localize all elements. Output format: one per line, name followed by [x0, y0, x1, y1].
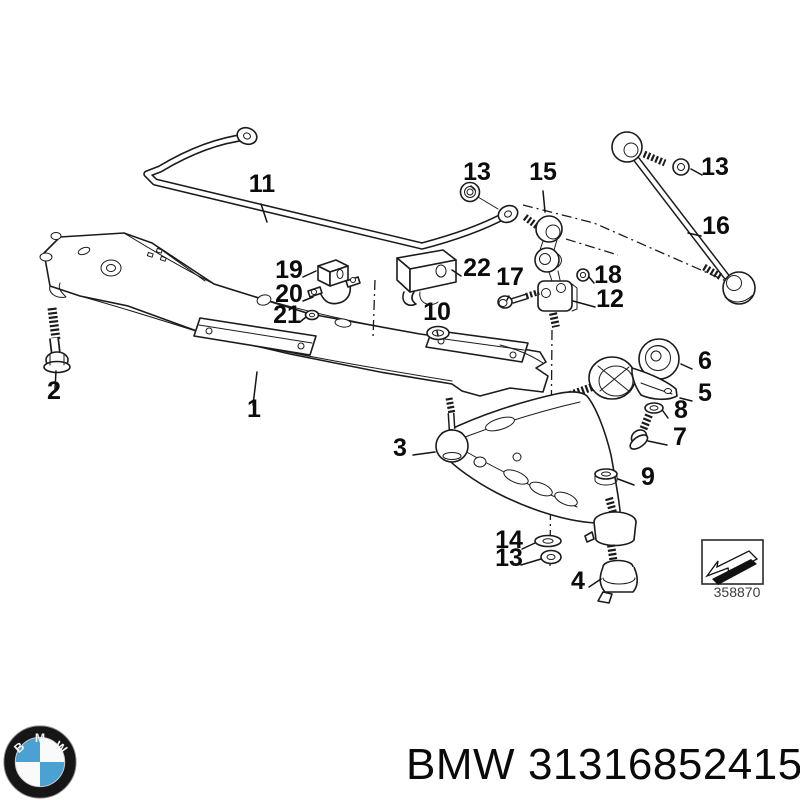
- nut-9: [594, 468, 618, 486]
- part-callout-10: 10: [423, 298, 451, 326]
- bolt-7: [629, 413, 653, 450]
- part-callout-19: 19: [275, 256, 303, 284]
- stabilizer-link-16: [611, 131, 756, 305]
- part-callout-13: 13: [495, 544, 523, 572]
- brand-name: BMW: [406, 740, 516, 789]
- part-callout-6: 6: [698, 347, 712, 375]
- part-callout-22: 22: [463, 254, 491, 282]
- bolt-2: [43, 307, 71, 374]
- bolt-17: [497, 289, 540, 309]
- detail-pointer-line-2: [565, 238, 619, 256]
- part-callout-8: 8: [674, 396, 688, 424]
- stabilizer-clamp-20: [307, 276, 361, 305]
- part-callout-14: 14: [495, 526, 523, 554]
- part-callout-3: 3: [393, 434, 407, 462]
- part-callout-7: 7: [673, 423, 687, 451]
- part-callout-1: 1: [247, 395, 261, 423]
- ball-joint-housing: [584, 496, 637, 547]
- part-callout-9: 9: [641, 463, 655, 491]
- part-callout-21: 21: [273, 301, 301, 329]
- part-callout-18: 18: [594, 261, 622, 289]
- part-callout-5: 5: [698, 379, 712, 407]
- washer-14: [534, 534, 562, 548]
- bracket-ring-5: [588, 356, 678, 401]
- part-callout-13: 13: [463, 158, 491, 186]
- part-callout-15: 15: [529, 158, 557, 186]
- part-callout-12: 12: [596, 285, 624, 313]
- nut-13-left: [459, 181, 499, 210]
- stabilizer-link-15: [522, 214, 563, 282]
- bracket-22: [396, 249, 457, 307]
- legend-box: 358870: [701, 539, 764, 600]
- nut-21: [304, 309, 320, 321]
- washer-13-bottom: [540, 549, 562, 565]
- stabilizer-rubber-mount-19: [317, 259, 349, 287]
- leader-lines: [54, 168, 703, 588]
- part-callout-2: 2: [47, 377, 61, 405]
- bmw-logo: BMW: [3, 725, 77, 799]
- detail-pointer-line: [522, 204, 727, 282]
- bmw-logo-letter: M: [35, 731, 45, 745]
- part-callout-4: 4: [571, 567, 585, 595]
- ball-joint-4: [597, 544, 639, 604]
- bushing-6: [638, 338, 680, 380]
- part-callout-11: 11: [249, 170, 276, 198]
- legend-arrow-icon: [705, 550, 759, 578]
- stabilizer-bar: [143, 126, 519, 250]
- washer-8: [644, 402, 664, 414]
- part-callout-20: 20: [275, 280, 303, 308]
- nut-18: [576, 268, 590, 282]
- part-callout-16: 16: [702, 212, 730, 240]
- bracket-12: [537, 280, 578, 328]
- legend-number: 358870: [714, 584, 761, 600]
- part-callout-13: 13: [701, 153, 729, 181]
- part-callout-17: 17: [496, 263, 524, 291]
- front-ball-joint-3: [435, 397, 469, 463]
- assembly-axis-clamp: [372, 279, 376, 339]
- part-number: 31316852415: [528, 740, 800, 789]
- control-arm: [441, 383, 621, 524]
